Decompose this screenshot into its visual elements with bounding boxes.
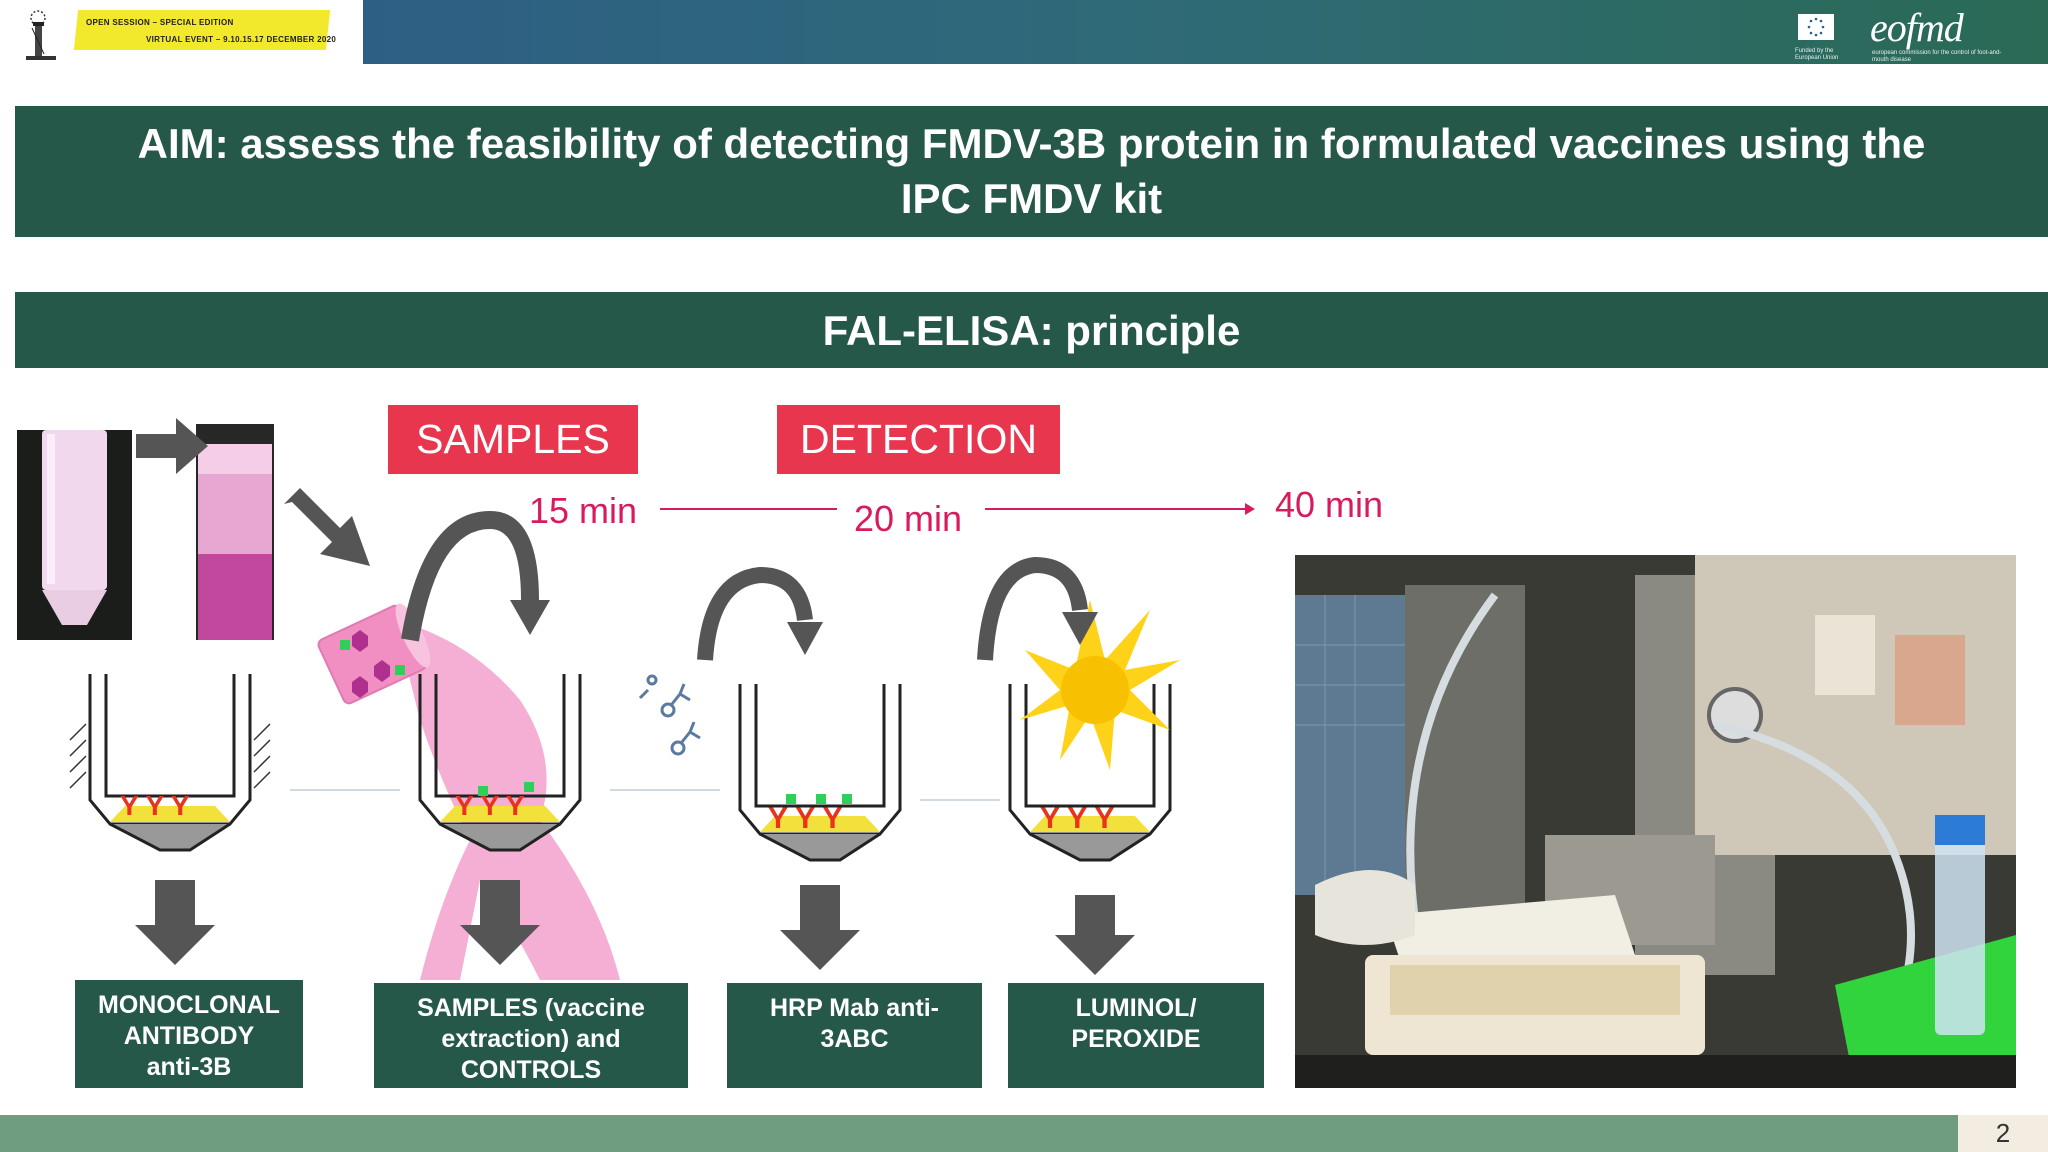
elisa-principle-diagram: Y Y Y Y Y Y Y Y Y Y Y Y: [69, 510, 1180, 980]
lab-equipment-photo: [1295, 555, 2016, 1088]
section-banner: [15, 292, 2048, 368]
detection-label: DETECTION: [777, 405, 1060, 474]
aim-line-2: IPC FMDV kit: [900, 175, 1163, 222]
brand-caption: european commission for the control of f…: [1872, 50, 2002, 63]
eu-caption: Funded by the European Union: [1795, 48, 1839, 61]
aim-line-1: AIM: assess the feasibility of detecting…: [137, 120, 1926, 167]
well-2: [418, 674, 582, 852]
event-banner: [73, 10, 331, 50]
lighthouse-logo-icon: [26, 10, 56, 60]
event-title: OPEN SESSION – SPECIAL EDITION: [86, 18, 234, 27]
tube-photo-after: [196, 424, 274, 644]
time-20-min: 20 min: [854, 498, 963, 539]
step-luminol-peroxide: LUMINOL/ PEROXIDE: [1008, 983, 1264, 1088]
well-3: [738, 684, 902, 862]
event-dates: VIRTUAL EVENT – 9.10.15.17 DECEMBER 2020: [146, 35, 337, 44]
step-monoclonal-antibody: MONOCLONAL ANTIBODY anti-3B: [75, 980, 303, 1088]
eu-flag-icon: [1798, 14, 1834, 40]
step-samples-controls: SAMPLES (vaccine extraction) and CONTROL…: [374, 983, 688, 1088]
aim-banner: [15, 106, 2048, 237]
header-band: [363, 0, 2048, 64]
timeline-arrow: [660, 503, 1255, 515]
section-title: FAL-ELISA: principle: [822, 307, 1241, 354]
svg-text:Y Y Y: Y Y Y: [120, 790, 190, 821]
arrow-down-right-icon: [284, 488, 370, 566]
svg-text:Y Y Y: Y Y Y: [1040, 802, 1115, 835]
brand-logo: eofmd: [1870, 5, 1964, 50]
well-4: [1008, 684, 1172, 862]
samples-label: SAMPLES: [388, 405, 638, 474]
svg-text:Y Y Y: Y Y Y: [455, 790, 525, 821]
svg-text:Y Y Y: Y Y Y: [768, 802, 843, 835]
tube-photo-before: [17, 430, 132, 640]
well-1: [88, 674, 252, 852]
footer-band: [0, 1115, 1958, 1152]
time-40-min: 40 min: [1275, 484, 1384, 525]
aim-statement: AIM: assess the feasibility of detecting…: [15, 116, 2048, 226]
step-hrp-mab: HRP Mab anti- 3ABC: [727, 983, 982, 1088]
time-15-min: 15 min: [529, 490, 638, 531]
hatch-left-1: [69, 723, 271, 789]
arrow-right-icon: [136, 418, 208, 474]
page-number: 2: [1958, 1115, 2048, 1152]
